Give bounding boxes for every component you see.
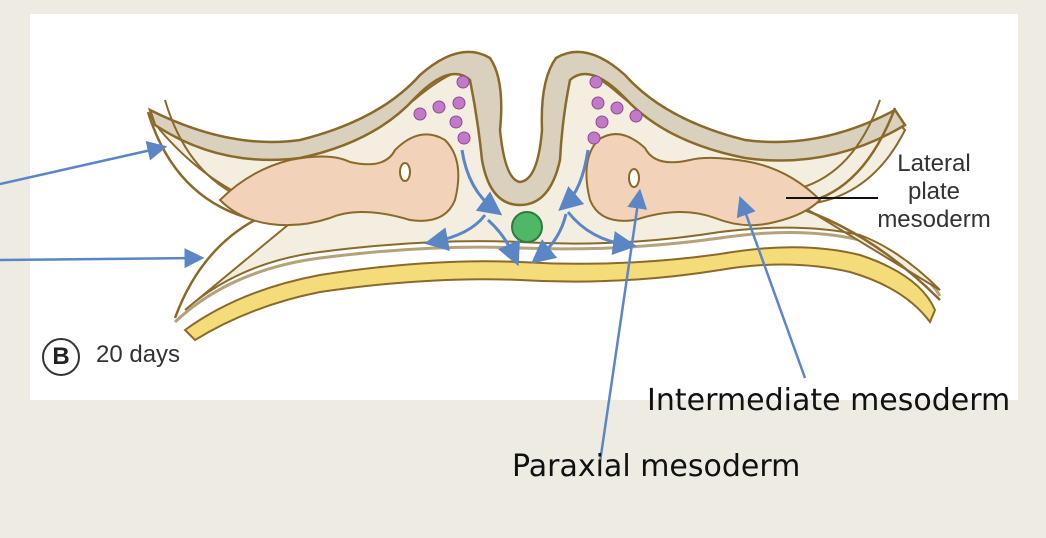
stage-badge: B (42, 338, 80, 376)
migration-arrows (424, 149, 637, 267)
lateral-label-line: plate (907, 178, 961, 205)
stage-text: 20 days (96, 341, 181, 368)
neural-crest-cells-left (413, 75, 471, 145)
paraxial-mesoderm-label: Paraxial mesoderm (512, 449, 801, 484)
ectoderm-layer (147, 50, 907, 207)
lateral-plate-mesoderm-label: Lateral plate mesoderm (866, 150, 1002, 234)
lateral-label-line: mesoderm (877, 206, 991, 233)
intermediate-mesoderm-label: Intermediate mesoderm (647, 383, 1011, 418)
left-somite-cavity (399, 162, 411, 182)
neural-crest-cells-right (587, 75, 643, 145)
endoderm-layer (183, 246, 937, 342)
notochord (511, 211, 543, 243)
left-mesoderm (218, 133, 460, 227)
pointer-lines (0, 140, 807, 463)
right-somite-cavity (628, 168, 640, 188)
lateral-label-line: Lateral (897, 150, 971, 177)
